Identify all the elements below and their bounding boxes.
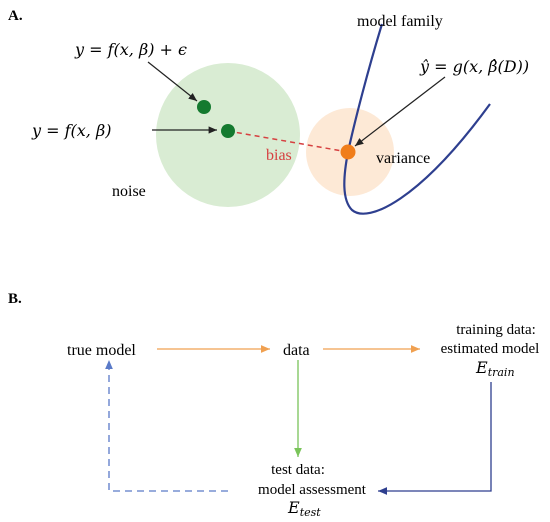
noisy-data-point (197, 100, 211, 114)
eq-noisy-label: y = f(x, β) + ϵ (74, 40, 187, 59)
bias-label: bias (266, 147, 292, 164)
noisy-point-arrow (147, 61, 198, 102)
test-to-true-model-arrow (105, 360, 228, 492)
variance-label: variance (376, 150, 430, 167)
estimate-point (340, 144, 356, 160)
test-line-1: test data: (271, 462, 325, 478)
model-family-label: model family (357, 13, 443, 30)
model-family-curve (343, 23, 491, 215)
training-to-test-arrow (378, 382, 492, 495)
e-train-label: Etrain (475, 358, 515, 379)
training-line-2: estimated model (441, 341, 540, 357)
estimate-arrow (354, 76, 446, 147)
eq-estimate-label: ŷ = g(x, β̂(D)) (419, 57, 529, 76)
panel-b-label: B. (8, 291, 22, 307)
true-model-node: true model (67, 342, 136, 359)
panel-a-label: A. (8, 8, 23, 24)
noise-label: noise (112, 183, 146, 200)
data-node: data (283, 342, 310, 359)
training-line-1: training data: (456, 322, 536, 338)
test-line-2: model assessment (258, 482, 367, 498)
bias-line (227, 130, 349, 153)
e-test-label: Etest (287, 498, 321, 519)
true-model-point (221, 124, 235, 138)
eq-true-label: y = f(x, β) (31, 121, 111, 140)
